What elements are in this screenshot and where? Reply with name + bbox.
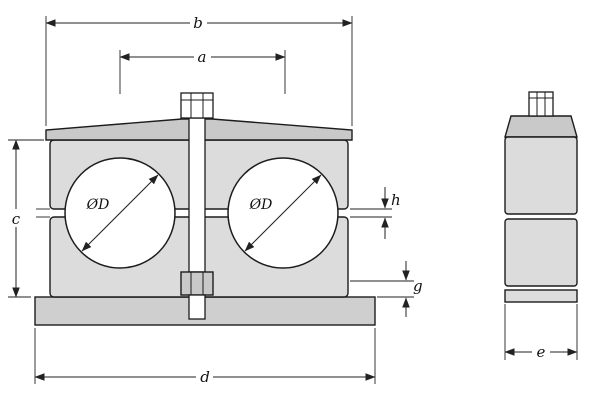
side-upper-half bbox=[504, 136, 578, 215]
bolt-nut bbox=[180, 271, 214, 296]
dim-bore-left: ØD bbox=[81, 174, 159, 252]
side-bolt-head bbox=[528, 91, 554, 117]
bolt-shaft bbox=[188, 117, 206, 273]
dim-c-label: c bbox=[12, 210, 21, 228]
bore-left-label: ØD bbox=[86, 197, 110, 213]
dim-h: h bbox=[381, 187, 401, 239]
dim-d: d bbox=[34, 328, 376, 386]
bore-right-label: ØD bbox=[249, 197, 273, 213]
dim-d-label: d bbox=[200, 368, 210, 386]
side-view bbox=[504, 91, 578, 303]
dim-a: a bbox=[119, 47, 286, 94]
dim-e: e bbox=[504, 304, 578, 361]
dim-bore-right: ØD bbox=[244, 174, 322, 252]
dim-g: g bbox=[350, 261, 423, 317]
dimensions: b a c d h bbox=[7, 13, 578, 386]
dim-b: b bbox=[45, 13, 353, 126]
bolt-head bbox=[180, 92, 214, 119]
side-bottom-strip bbox=[504, 289, 578, 303]
dim-b-label: b bbox=[193, 14, 203, 32]
bolt-threaded-end bbox=[188, 294, 206, 320]
dim-h-label: h bbox=[391, 191, 401, 209]
dim-e-label: e bbox=[537, 343, 546, 361]
dim-c: c bbox=[7, 139, 44, 298]
dim-a-label: a bbox=[198, 48, 207, 66]
side-cover-cap bbox=[504, 115, 578, 138]
dim-g-label: g bbox=[413, 277, 423, 295]
side-lower-half bbox=[504, 218, 578, 287]
